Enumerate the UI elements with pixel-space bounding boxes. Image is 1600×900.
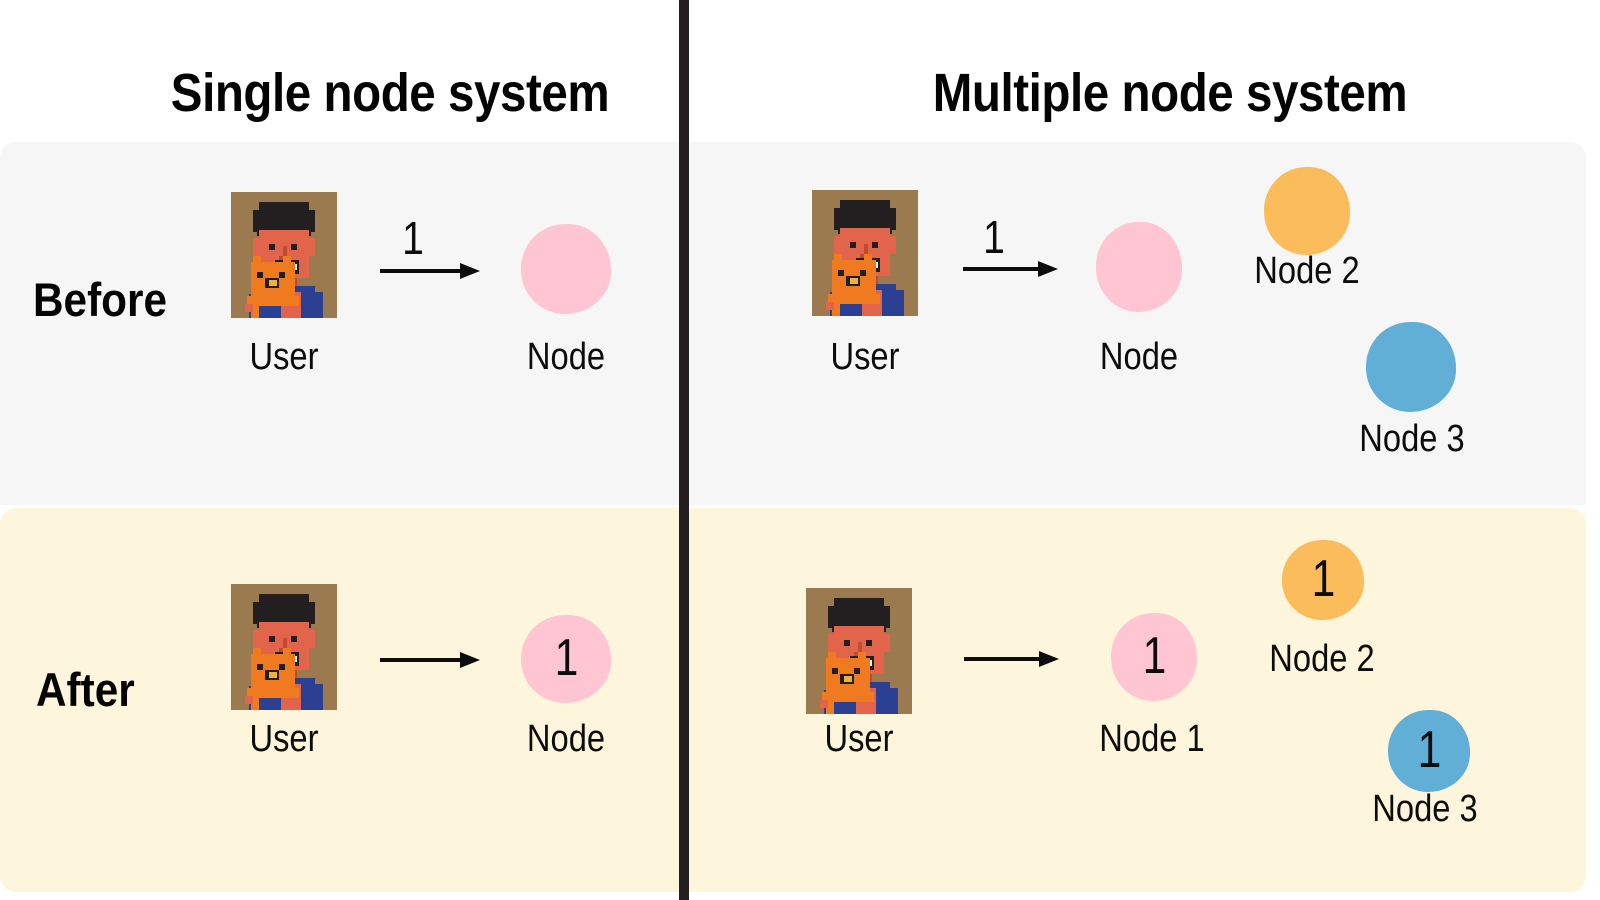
user-avatar-icon bbox=[231, 584, 337, 710]
arrow-right-icon bbox=[963, 254, 1058, 284]
node-blob-pink[interactable]: 1 bbox=[1111, 613, 1197, 701]
arrow-right-icon bbox=[964, 644, 1059, 674]
arrow-right-icon bbox=[380, 256, 480, 286]
vertical-dashed-divider bbox=[679, 0, 689, 900]
node-blob-pink[interactable] bbox=[521, 224, 611, 314]
node-value: 1 bbox=[1311, 550, 1335, 608]
node-value: 1 bbox=[1417, 721, 1441, 779]
caption-user: User bbox=[249, 336, 319, 378]
row-label-before: Before bbox=[33, 273, 167, 326]
caption-node-2: Node 2 bbox=[1254, 250, 1360, 292]
arrow-right-icon bbox=[380, 645, 480, 675]
caption-node-3: Node 3 bbox=[1359, 418, 1465, 460]
user-avatar-icon bbox=[806, 588, 912, 714]
caption-user: User bbox=[830, 336, 900, 378]
node-value: 1 bbox=[1142, 627, 1166, 685]
arrow-label-1: 1 bbox=[983, 211, 1005, 263]
node-blob-orange[interactable] bbox=[1264, 167, 1350, 255]
caption-node-2: Node 2 bbox=[1269, 638, 1375, 680]
node-blob-blue[interactable]: 1 bbox=[1388, 710, 1470, 792]
caption-node: Node bbox=[526, 336, 606, 378]
column-title-single-node-system: Single node system bbox=[170, 63, 610, 123]
caption-user: User bbox=[824, 718, 894, 760]
caption-node-1: Node 1 bbox=[1099, 718, 1205, 760]
column-title-multiple-node-system: Multiple node system bbox=[932, 63, 1408, 123]
node-blob-pink[interactable] bbox=[1096, 222, 1182, 312]
caption-user: User bbox=[249, 718, 319, 760]
row-label-after: After bbox=[36, 663, 135, 716]
caption-node: Node bbox=[1099, 336, 1179, 378]
node-blob-blue[interactable] bbox=[1366, 322, 1456, 412]
node-blob-pink[interactable]: 1 bbox=[521, 615, 611, 703]
caption-node: Node bbox=[526, 718, 606, 760]
caption-node-3: Node 3 bbox=[1372, 788, 1478, 830]
user-avatar-icon bbox=[231, 192, 337, 318]
user-avatar-icon bbox=[812, 190, 918, 316]
node-value: 1 bbox=[554, 629, 578, 687]
node-blob-orange[interactable]: 1 bbox=[1282, 540, 1364, 620]
arrow-label-1: 1 bbox=[402, 212, 424, 264]
